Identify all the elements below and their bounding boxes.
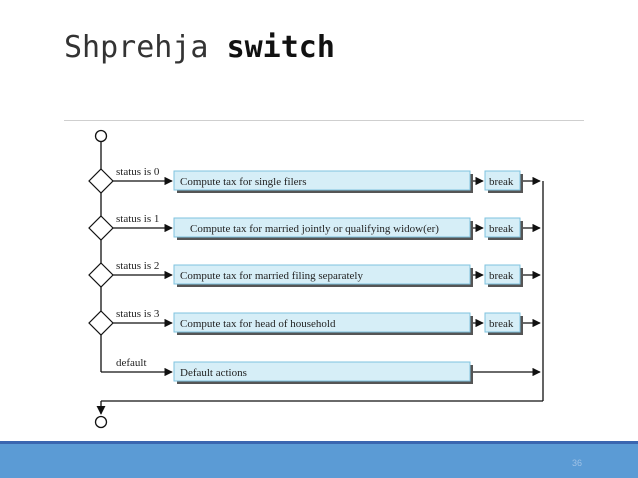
decision-diamond bbox=[88, 310, 114, 336]
page-number: 36 bbox=[571, 458, 582, 468]
break-text: break bbox=[489, 270, 514, 282]
case-action-text: Compute tax for married jointly or quali… bbox=[190, 223, 439, 235]
switch-flowchart: status is 0 Compute tax for single filer… bbox=[88, 129, 544, 429]
case-condition: status is 2 bbox=[116, 260, 159, 272]
start-node bbox=[94, 129, 108, 143]
default-action-box bbox=[173, 361, 471, 382]
case-action-text: Compute tax for single filers bbox=[180, 176, 306, 188]
default-action-text: Default actions bbox=[180, 367, 247, 379]
decision-diamond bbox=[88, 215, 114, 241]
case-action-box bbox=[173, 312, 471, 333]
default-label: default bbox=[116, 357, 147, 369]
title-prefix: Shprehja bbox=[64, 30, 209, 65]
case-action-box bbox=[173, 170, 471, 191]
break-text: break bbox=[489, 176, 514, 188]
case-action-box bbox=[173, 264, 471, 285]
slide-title: Shprehja switch bbox=[64, 30, 335, 65]
case-condition: status is 3 bbox=[116, 308, 160, 320]
case-row-1: status is 1 Compute tax for married join… bbox=[88, 213, 541, 241]
footer-accent-line bbox=[0, 441, 638, 444]
case-row-2: status is 2 Compute tax for married fili… bbox=[88, 260, 541, 288]
decision-diamond bbox=[88, 262, 114, 288]
case-action-box bbox=[173, 217, 471, 238]
title-keyword: switch bbox=[226, 30, 335, 65]
case-row-0: status is 0 Compute tax for single filer… bbox=[88, 166, 541, 194]
case-condition: status is 0 bbox=[116, 166, 160, 178]
break-text: break bbox=[489, 318, 514, 330]
decision-diamond bbox=[88, 168, 114, 194]
footer-bar: 36 bbox=[0, 444, 638, 478]
break-box bbox=[484, 264, 521, 285]
default-row: default Default actions bbox=[100, 357, 541, 384]
case-row-3: status is 3 Compute tax for head of hous… bbox=[88, 308, 541, 336]
break-text: break bbox=[489, 223, 514, 235]
break-box bbox=[484, 217, 521, 238]
end-node bbox=[94, 415, 108, 429]
title-divider bbox=[64, 120, 584, 121]
case-action-text: Compute tax for head of household bbox=[180, 318, 336, 330]
break-box bbox=[484, 170, 521, 191]
case-action-text: Compute tax for married filing separatel… bbox=[180, 270, 363, 282]
break-box bbox=[484, 312, 521, 333]
case-condition: status is 1 bbox=[116, 213, 159, 225]
